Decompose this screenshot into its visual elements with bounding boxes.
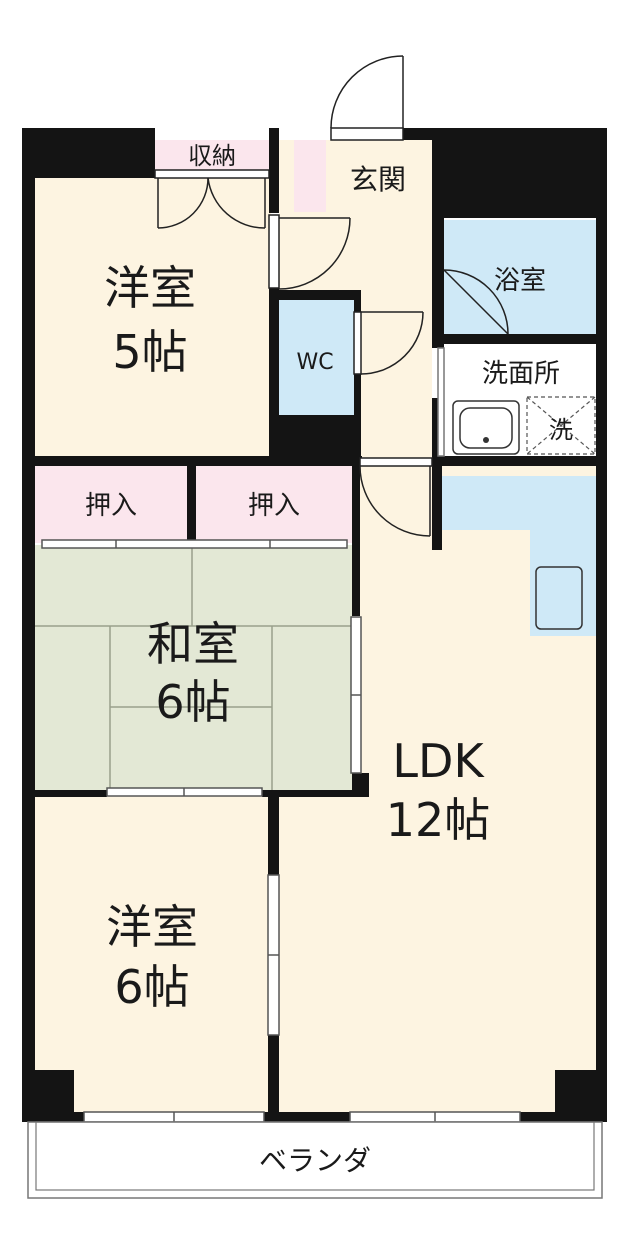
floor-genkan-step	[294, 140, 326, 212]
floor-japanese	[35, 545, 353, 790]
label-ldk-name: LDK	[392, 734, 485, 788]
label-closet-top: 収納	[188, 142, 236, 170]
floor-ldk-left	[279, 793, 369, 1113]
label-japanese-name: 和室	[147, 617, 239, 671]
wash-basin-bowl	[459, 407, 513, 449]
floor-oshiire-1	[35, 465, 187, 543]
label-western6-name: 洋室	[106, 900, 198, 954]
floor-western-5	[35, 178, 271, 458]
washroom-divider	[437, 347, 445, 457]
kitchen-sink	[535, 566, 583, 630]
label-ldk-size: 12帖	[386, 793, 491, 847]
floor-bath	[444, 220, 596, 334]
label-western5-name: 洋室	[104, 261, 196, 315]
label-washer: 洗	[549, 416, 573, 444]
doors	[154, 55, 509, 537]
tatami-lines	[35, 545, 353, 790]
label-japanese-size: 6帖	[155, 675, 230, 729]
label-western5-size: 5帖	[112, 325, 187, 379]
label-washroom: 洗面所	[482, 359, 560, 389]
label-entrance: 玄関	[350, 163, 406, 196]
room-labels: 収納 玄関 洋室 5帖 WC 浴室 洗面所 洗 押入 押入 和室 6帖 LDK …	[85, 142, 573, 1177]
veranda	[27, 1121, 603, 1199]
label-wc: WC	[296, 350, 333, 375]
floor-western-6	[35, 795, 269, 1113]
label-veranda: ベランダ	[259, 1144, 371, 1177]
label-western6-size: 6帖	[114, 960, 189, 1014]
walls	[22, 128, 607, 1122]
floor-wc	[279, 300, 354, 415]
fixtures	[437, 347, 596, 630]
floor-oshiire-2	[196, 465, 352, 543]
floor-closet-top	[155, 140, 269, 170]
window-japanese-top	[41, 539, 348, 549]
label-oshiire-2: 押入	[248, 491, 300, 521]
label-bath: 浴室	[494, 266, 546, 296]
label-oshiire-1: 押入	[85, 491, 137, 521]
